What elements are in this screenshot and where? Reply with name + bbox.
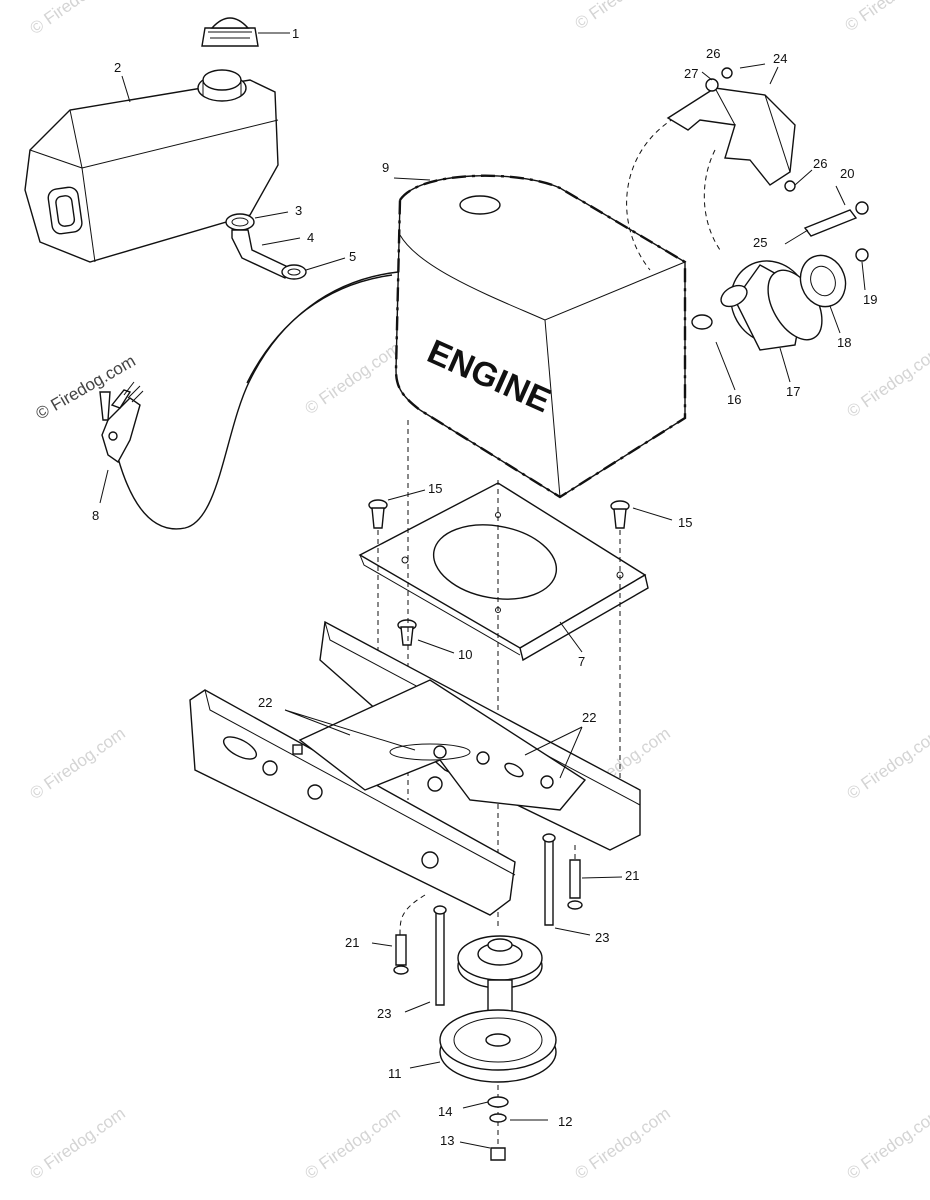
watermark: © Firedog.com bbox=[571, 1104, 673, 1184]
watermark: © Firedog.com bbox=[843, 1104, 930, 1184]
watermark: © Firedog.com bbox=[26, 0, 128, 38]
callout-25: 25 bbox=[753, 235, 767, 250]
callout-22: 22 bbox=[582, 710, 596, 725]
leader-lines bbox=[99, 32, 866, 1149]
callout-18: 18 bbox=[837, 335, 851, 350]
engine-mounting-plate bbox=[358, 482, 649, 662]
frame bbox=[189, 620, 641, 916]
callout-3: 3 bbox=[295, 203, 302, 218]
watermark: © Firedog.com bbox=[571, 0, 673, 33]
callout-17: 17 bbox=[786, 384, 800, 399]
watermark: © Firedog.com bbox=[301, 1104, 403, 1184]
callout-26: 26 bbox=[813, 156, 827, 171]
callout-labels: 1 2 3 4 5 7 8 9 10 11 12 13 14 15 15 16 … bbox=[92, 26, 877, 1148]
watermark: © Firedog.com bbox=[26, 1104, 128, 1184]
callout-12: 12 bbox=[558, 1114, 572, 1129]
callout-13: 13 bbox=[440, 1133, 454, 1148]
callout-27: 27 bbox=[684, 66, 698, 81]
callout-24: 24 bbox=[773, 51, 787, 66]
watermark: © Firedog.com bbox=[301, 339, 403, 419]
engine-block: ENGINE bbox=[394, 174, 687, 499]
callout-15: 15 bbox=[678, 515, 692, 530]
watermark: © Firedog.com bbox=[843, 724, 930, 804]
fuel-cap bbox=[201, 17, 259, 47]
callout-7: 7 bbox=[578, 654, 585, 669]
watermark: © Firedog.com bbox=[26, 724, 128, 804]
callout-23: 23 bbox=[377, 1006, 391, 1021]
callout-26: 26 bbox=[706, 46, 720, 61]
callout-11: 11 bbox=[388, 1066, 402, 1081]
callout-4: 4 bbox=[307, 230, 314, 245]
watermark: © Firedog.com bbox=[841, 0, 930, 35]
throttle-control bbox=[99, 271, 399, 530]
callout-15: 15 bbox=[428, 481, 442, 496]
callout-23: 23 bbox=[595, 930, 609, 945]
callout-8: 8 bbox=[92, 508, 99, 523]
callout-9: 9 bbox=[382, 160, 389, 175]
callout-21: 21 bbox=[345, 935, 359, 950]
callout-21: 21 bbox=[625, 868, 639, 883]
pulley-assembly bbox=[439, 935, 557, 1161]
callout-14: 14 bbox=[438, 1104, 452, 1119]
callout-20: 20 bbox=[840, 166, 854, 181]
bolts-and-studs bbox=[393, 833, 583, 1006]
callout-10: 10 bbox=[458, 647, 472, 662]
callout-2: 2 bbox=[114, 60, 121, 75]
watermark: © Firedog.com bbox=[843, 342, 930, 422]
callout-22: 22 bbox=[258, 695, 272, 710]
callout-5: 5 bbox=[349, 249, 356, 264]
callout-19: 19 bbox=[863, 292, 877, 307]
callout-16: 16 bbox=[727, 392, 741, 407]
mounting-bolts bbox=[368, 499, 630, 646]
fuel-tank bbox=[24, 69, 279, 263]
muffler-assembly bbox=[626, 67, 869, 351]
callout-1: 1 bbox=[292, 26, 299, 41]
fuel-line bbox=[225, 213, 307, 280]
